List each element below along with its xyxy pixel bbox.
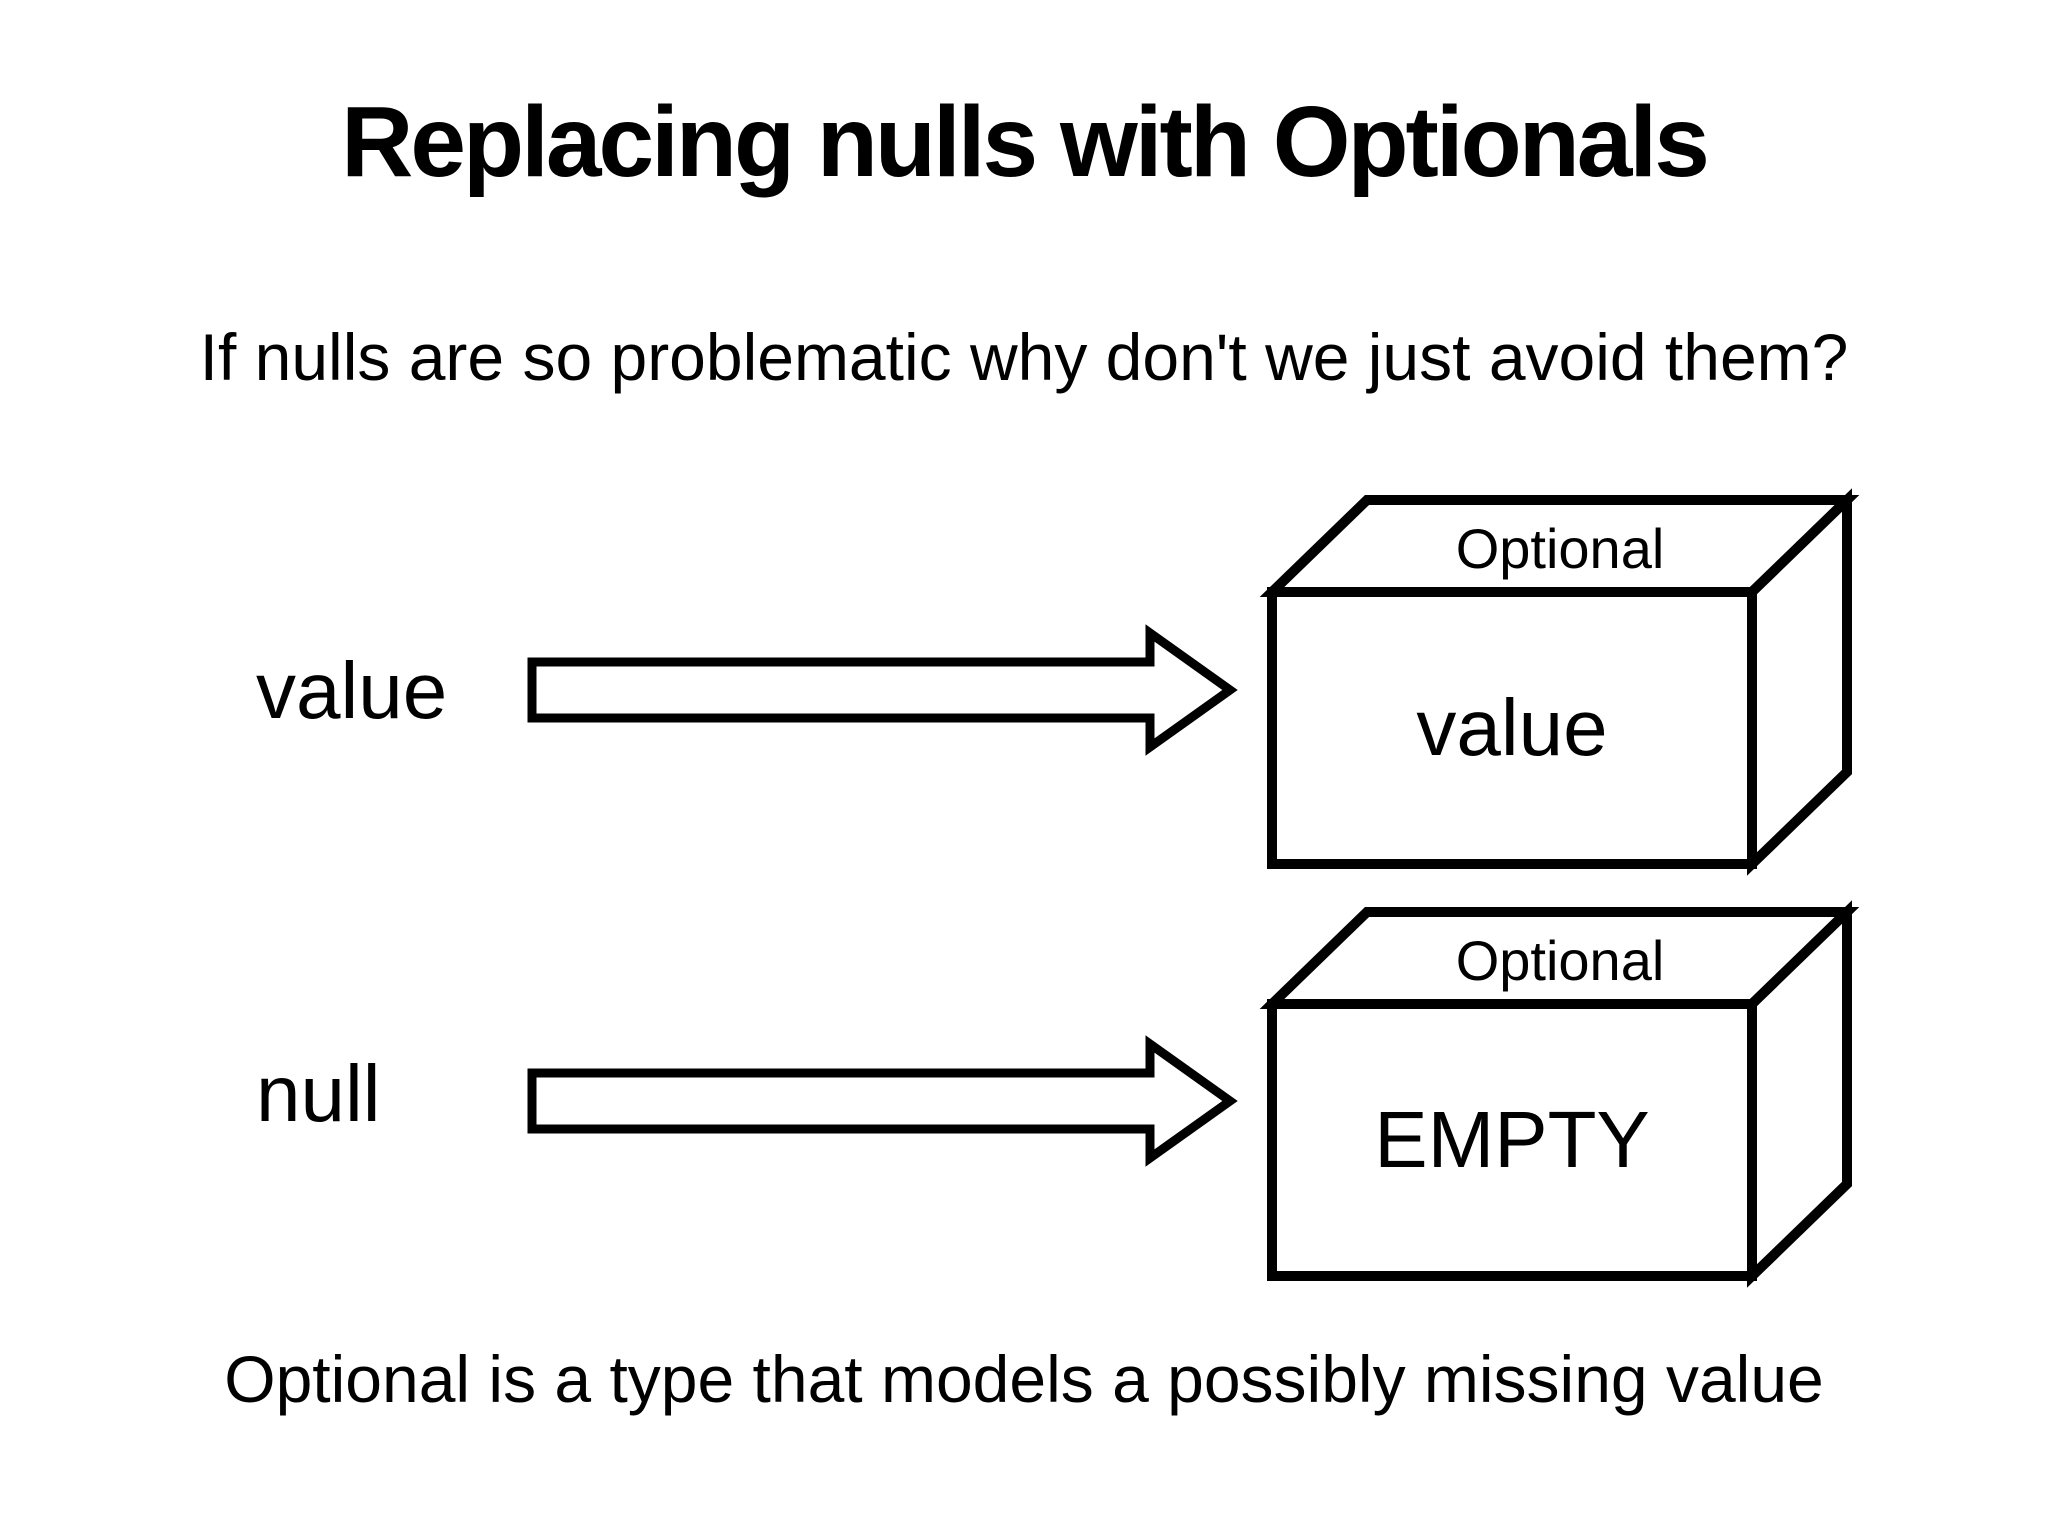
optional-box-content-value: value xyxy=(1416,683,1608,772)
null-source-label: null xyxy=(256,1049,381,1138)
optional-box-content-empty: EMPTY xyxy=(1374,1095,1650,1184)
optional-box-title: Optional xyxy=(1455,517,1665,580)
null-arrow-icon xyxy=(527,1035,1238,1167)
value-arrow-icon xyxy=(527,624,1238,756)
slide-title: Replacing nulls with Optionals xyxy=(341,86,1710,198)
box-front-face xyxy=(1267,587,1757,869)
optional-value-box xyxy=(1259,488,1860,876)
optional-empty-box xyxy=(1259,900,1860,1288)
value-source-label: value xyxy=(256,646,448,735)
slide-subtitle: If nulls are so problematic why don't we… xyxy=(199,320,1849,394)
slide-footer-note: Optional is a type that models a possibl… xyxy=(224,1342,1824,1416)
optional-box-title: Optional xyxy=(1455,929,1665,992)
box-front-face xyxy=(1267,999,1757,1281)
